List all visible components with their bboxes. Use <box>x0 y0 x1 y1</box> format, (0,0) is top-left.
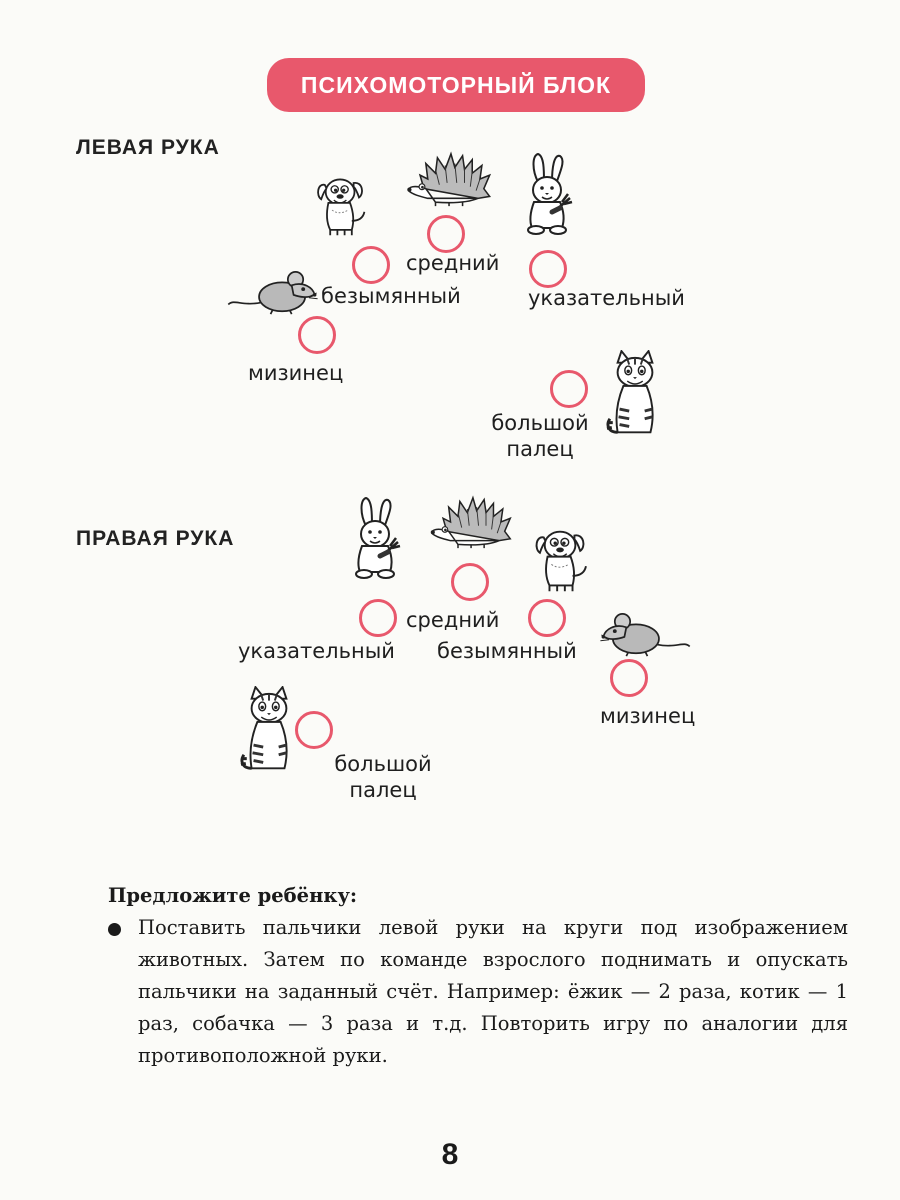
label-thumb-line1: большой <box>491 411 589 435</box>
section-banner: ПСИХОМОТОРНЫЙ БЛОК <box>267 58 645 112</box>
instructions-block: Предложите ребёнку: Поставить пальчики л… <box>108 880 848 1072</box>
label-ring-finger: безымянный <box>437 639 577 663</box>
cat-icon <box>606 350 664 444</box>
finger-circle-thumb[interactable] <box>550 370 588 408</box>
label-index-finger: указательный <box>238 639 395 663</box>
finger-circle-ring[interactable] <box>352 246 390 284</box>
hedgehog-icon <box>406 150 494 208</box>
label-thumb-line2: палец <box>506 437 574 462</box>
label-little-finger: мизинец <box>248 361 344 385</box>
finger-circle-little[interactable] <box>610 659 648 697</box>
finger-circle-thumb[interactable] <box>295 711 333 749</box>
mouse-icon <box>226 268 318 316</box>
label-thumb-line2: палец <box>349 778 417 803</box>
section-banner-title: ПСИХОМОТОРНЫЙ БЛОК <box>300 71 612 98</box>
instruction-text: Поставить пальчики левой руки на круги п… <box>138 916 848 1067</box>
hedgehog-icon <box>430 494 514 550</box>
cat-icon <box>240 686 298 780</box>
finger-circle-middle[interactable] <box>451 563 489 601</box>
finger-circle-little[interactable] <box>298 316 336 354</box>
finger-circle-ring[interactable] <box>528 599 566 637</box>
label-thumb: большой палец <box>484 410 596 463</box>
rabbit-icon <box>346 496 406 581</box>
label-middle-finger: средний <box>406 251 500 275</box>
dog-icon <box>314 170 368 242</box>
dog-icon <box>526 524 596 596</box>
page-number: 8 <box>441 1138 459 1171</box>
label-middle-finger: средний <box>406 608 500 632</box>
label-thumb-line1: большой <box>334 752 432 776</box>
left-hand-title: ЛЕВАЯ РУКА <box>76 136 220 159</box>
finger-circle-index[interactable] <box>529 250 567 288</box>
label-little-finger: мизинец <box>600 704 696 728</box>
finger-circle-index[interactable] <box>359 599 397 637</box>
label-ring-finger: безымянный <box>321 284 461 308</box>
finger-circle-middle[interactable] <box>427 215 465 253</box>
label-thumb: большой палец <box>327 751 439 804</box>
bullet-icon <box>108 923 121 936</box>
right-hand-title: ПРАВАЯ РУКА <box>76 527 235 550</box>
instruction-item: Поставить пальчики левой руки на круги п… <box>108 912 848 1072</box>
label-index-finger: указательный <box>528 286 685 310</box>
mouse-icon <box>600 610 692 658</box>
instructions-lead: Предложите ребёнку: <box>108 884 358 907</box>
rabbit-icon <box>518 152 578 237</box>
